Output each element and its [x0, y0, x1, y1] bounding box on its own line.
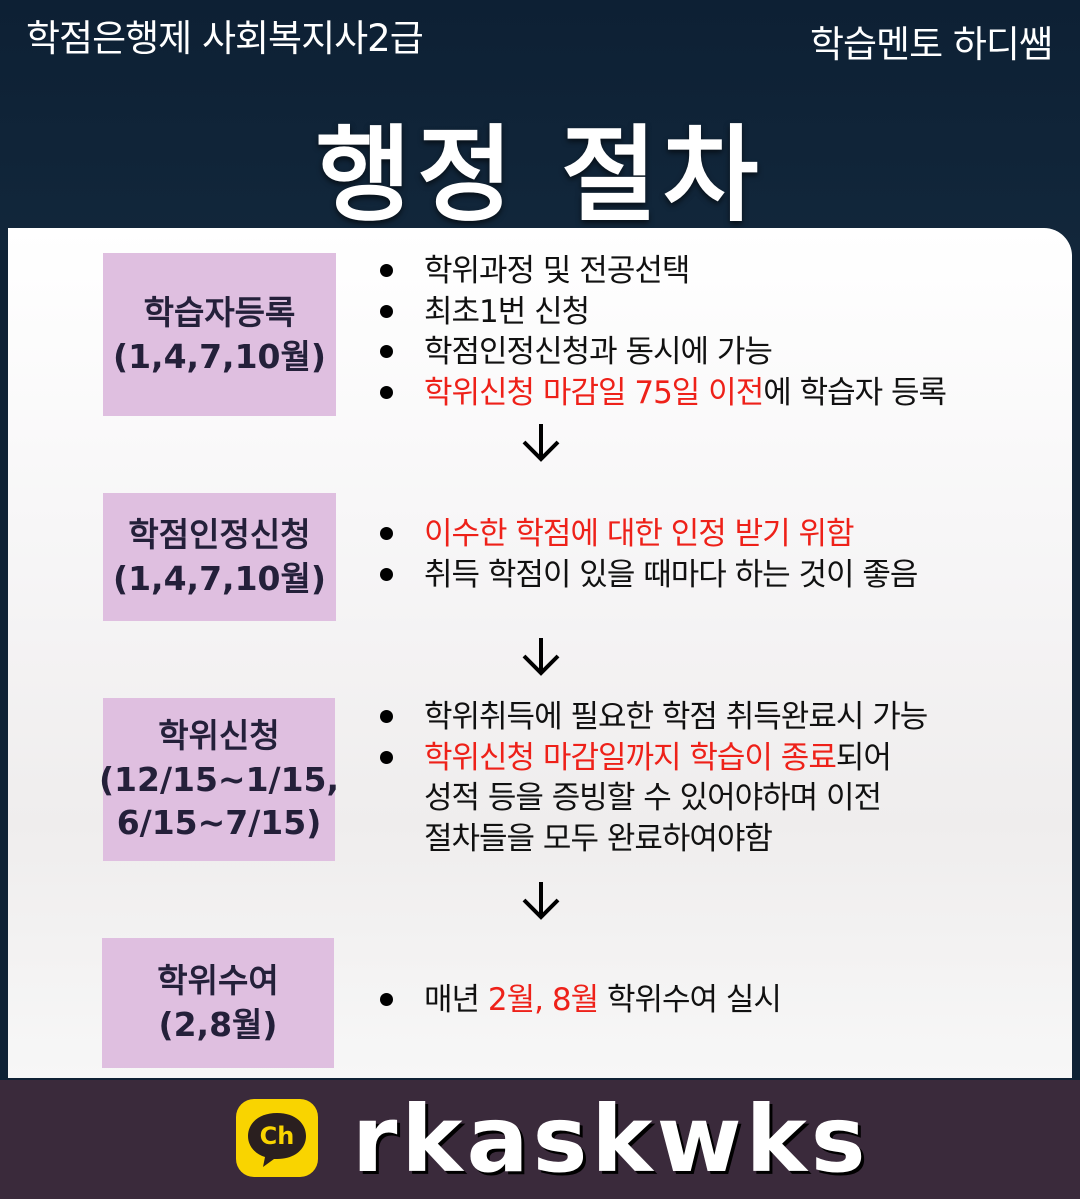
- step-label-title: 학위수여: [157, 961, 279, 1001]
- bullet-icon: [380, 750, 393, 764]
- bullet-icon: [380, 710, 393, 723]
- kakao-channel-icon[interactable]: Ch: [236, 1099, 318, 1177]
- list-item: 학위취득에 필요한 학점 취득완료시 가능: [380, 697, 928, 738]
- bullet-icon: [380, 527, 393, 540]
- list-item: 이수한 학점에 대한 인정 받기 위함: [380, 514, 917, 555]
- footer-banner: Ch rkaskwks: [0, 1080, 1080, 1199]
- course-name: 학점은행제 사회복지사2급: [26, 17, 424, 60]
- page-title: 행정 절차: [315, 114, 765, 236]
- list-item: 매년 2월, 8월 학위수여 실시: [380, 980, 782, 1021]
- step-bullets-degree-application: 학위취득에 필요한 학점 취득완료시 가능 학위신청 마감일까지 학습이 종료되…: [380, 697, 928, 860]
- step-label-period: (1,4,7,10월): [113, 336, 326, 376]
- step-label-period-2: 6/15~7/15): [116, 803, 322, 843]
- list-item: 취득 학점이 있을 때마다 하는 것이 좋음: [380, 555, 918, 596]
- arrow-down-icon: [522, 424, 560, 462]
- bullet-icon: [380, 304, 393, 318]
- step-bullets-credit-recognition: 이수한 학점에 대한 인정 받기 위함 취득 학점이 있을 때마다 하는 것이 …: [380, 514, 918, 596]
- step-label-period: (1,4,7,10월): [113, 559, 326, 598]
- step-label-title: 학위신청: [158, 716, 280, 756]
- step-label-learner-registration: 학습자등록 (1,4,7,10월): [103, 253, 336, 416]
- bullet-icon: [380, 385, 393, 399]
- arrow-down-icon: [522, 638, 560, 676]
- logo-text: Ch: [260, 1122, 295, 1150]
- step-label-degree-conferral: 학위수여 (2,8월): [102, 938, 334, 1068]
- channel-handle[interactable]: rkaskwks: [352, 1086, 870, 1193]
- arrow-down-icon: [522, 882, 560, 920]
- step-label-title: 학습자등록: [143, 292, 296, 332]
- list-item: 최초1번 신청: [380, 292, 946, 333]
- step-label-period: (12/15~1/15,: [98, 759, 340, 799]
- list-item: 학위신청 마감일 75일 이전에 학습자 등록: [380, 373, 947, 414]
- bullet-icon: [380, 345, 393, 358]
- step-label-period: (2,8월): [158, 1005, 278, 1044]
- bullet-icon: [380, 567, 393, 581]
- list-item: 학점인정신청과 동시에 가능: [380, 332, 946, 373]
- list-item: 학위과정 및 전공선택: [380, 251, 946, 292]
- step-label-degree-application: 학위신청 (12/15~1/15, 6/15~7/15): [99, 698, 339, 861]
- step-bullets-learner-registration: 학위과정 및 전공선택 최초1번 신청 학점인정신청과 동시에 가능 학위신청 …: [380, 251, 947, 414]
- bullet-icon: [380, 264, 393, 277]
- mentor-name: 학습멘토 하디쌤: [809, 23, 1053, 66]
- step-bullets-degree-conferral: 매년 2월, 8월 학위수여 실시: [380, 980, 782, 1021]
- step-label-title: 학점인정신청: [128, 515, 311, 555]
- bullet-icon: [380, 993, 393, 1006]
- step-label-credit-recognition: 학점인정신청 (1,4,7,10월): [103, 493, 336, 621]
- header-banner: 학점은행제 사회복지사2급 학습멘토 하디쌤 행정 절차: [0, 0, 1080, 250]
